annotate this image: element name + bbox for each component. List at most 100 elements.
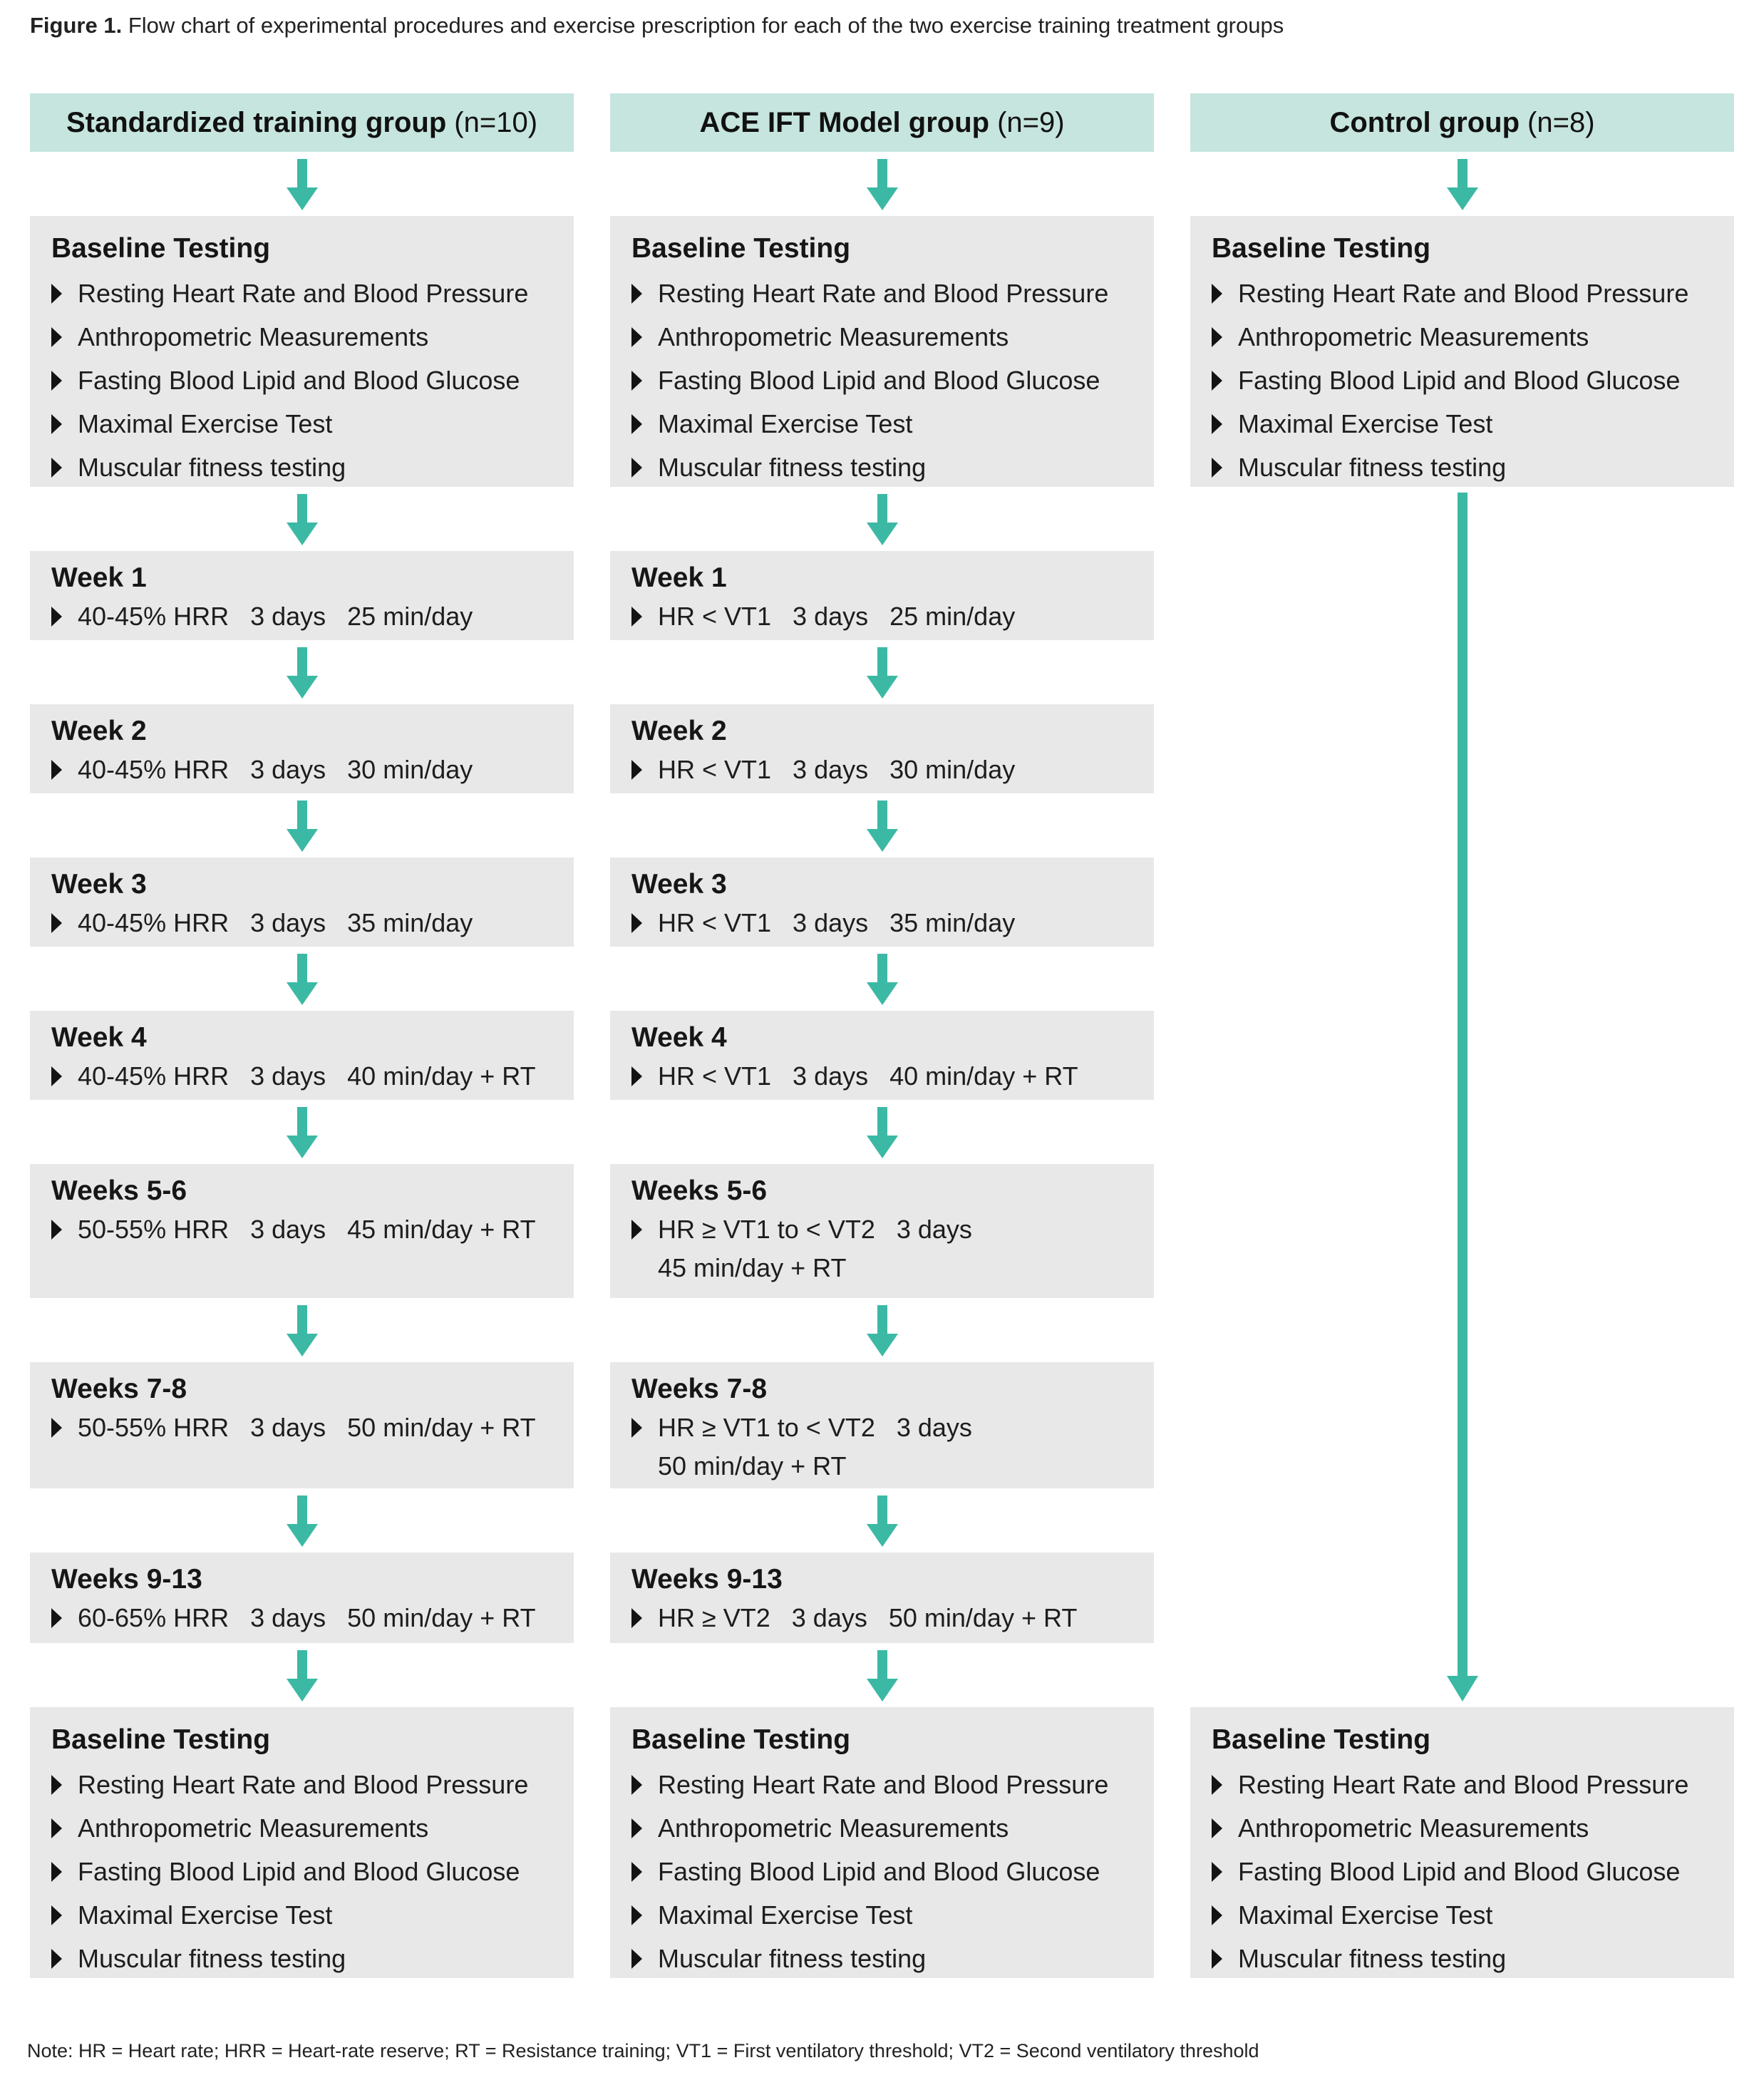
triangle-bullet-icon	[1212, 284, 1222, 304]
long-down-arrow-icon	[1446, 493, 1478, 1702]
list-item: HR < VT1 3 days 25 min/day	[631, 601, 1135, 632]
column-ace-ift: ACE IFT Model group (n=9) Baseline Testi…	[610, 93, 1154, 1978]
triangle-bullet-icon	[51, 1949, 62, 1969]
group-header-ace-ift: ACE IFT Model group (n=9)	[610, 93, 1154, 152]
down-arrow-icon	[286, 1495, 318, 1547]
flow-chart: Standardized training group (n=10) Basel…	[30, 93, 1734, 1978]
list-item: Anthropometric Measurements	[631, 321, 1135, 353]
flow-arrow	[610, 1488, 1154, 1553]
flow-arrow	[30, 487, 574, 551]
triangle-bullet-icon	[631, 1775, 642, 1795]
box-title: Weeks 7-8	[51, 1374, 187, 1404]
triangle-bullet-icon	[631, 284, 642, 304]
figure-caption-text: Flow chart of experimental procedures an…	[122, 13, 1284, 38]
triangle-bullet-icon	[51, 414, 62, 434]
triangle-bullet-icon	[631, 913, 642, 933]
triangle-bullet-icon	[51, 458, 62, 478]
box-title: Weeks 9-13	[51, 1564, 202, 1595]
week-1-box-standardized: Week 1 40-45% HRR 3 days 25 min/day	[30, 551, 574, 640]
down-arrow-icon	[286, 1305, 318, 1356]
box-title: Week 3	[631, 869, 727, 900]
down-arrow-icon	[286, 494, 318, 545]
weeks-9-13-box-ace-ift: Weeks 9-13 HR ≥ VT2 3 days 50 min/day + …	[610, 1553, 1154, 1643]
triangle-bullet-icon	[51, 1775, 62, 1795]
list-item: HR < VT1 3 days 35 min/day	[631, 907, 1135, 939]
weeks-9-13-box-standardized: Weeks 9-13 60-65% HRR 3 days 50 min/day …	[30, 1553, 574, 1643]
list-item: HR ≥ VT2 3 days 50 min/day + RT	[631, 1602, 1135, 1634]
weeks-7-8-box-standardized: Weeks 7-8 50-55% HRR 3 days 50 min/day +…	[30, 1362, 574, 1488]
triangle-bullet-icon	[51, 1818, 62, 1838]
group-header-standardized: Standardized training group (n=10)	[30, 93, 574, 152]
triangle-bullet-icon	[631, 371, 642, 391]
box-title: Weeks 9-13	[631, 1564, 783, 1595]
list-item: Resting Heart Rate and Blood Pressure	[631, 1769, 1135, 1801]
triangle-bullet-icon	[631, 1066, 642, 1086]
down-arrow-icon	[866, 1107, 898, 1158]
triangle-bullet-icon	[51, 284, 62, 304]
down-arrow-icon	[286, 954, 318, 1005]
group-header-n: (n=9)	[997, 106, 1065, 138]
triangle-bullet-icon	[1212, 1949, 1222, 1969]
triangle-bullet-icon	[51, 327, 62, 347]
down-arrow-icon	[866, 800, 898, 852]
box-title: Baseline Testing	[631, 233, 851, 264]
weeks-5-6-box-ace-ift: Weeks 5-6 HR ≥ VT1 to < VT2 3 days 45 mi…	[610, 1164, 1154, 1298]
group-header-title: ACE IFT Model group	[699, 106, 990, 138]
column-standardized: Standardized training group (n=10) Basel…	[30, 93, 574, 1978]
group-header-control: Control group (n=8)	[1190, 93, 1734, 152]
triangle-bullet-icon	[631, 1949, 642, 1969]
list-item: Fasting Blood Lipid and Blood Glucose	[631, 1856, 1135, 1888]
list-item: Anthropometric Measurements	[631, 1813, 1135, 1844]
triangle-bullet-icon	[1212, 1818, 1222, 1838]
flow-arrow	[610, 1643, 1154, 1707]
weeks-5-6-box-standardized: Weeks 5-6 50-55% HRR 3 days 45 min/day +…	[30, 1164, 574, 1298]
list-item: Resting Heart Rate and Blood Pressure	[51, 1769, 555, 1801]
triangle-bullet-icon	[631, 1862, 642, 1882]
group-header-n: (n=8)	[1527, 106, 1595, 138]
list-item: Fasting Blood Lipid and Blood Glucose	[51, 365, 555, 396]
week-2-box-ace-ift: Week 2 HR < VT1 3 days 30 min/day	[610, 704, 1154, 793]
week-3-box-ace-ift: Week 3 HR < VT1 3 days 35 min/day	[610, 858, 1154, 947]
week-3-box-standardized: Week 3 40-45% HRR 3 days 35 min/day	[30, 858, 574, 947]
down-arrow-icon	[866, 647, 898, 699]
box-title: Week 1	[631, 562, 727, 593]
list-item: 50-55% HRR 3 days 50 min/day + RT	[51, 1412, 555, 1443]
down-arrow-icon	[866, 1495, 898, 1547]
figure-note: Note: HR = Heart rate; HRR = Heart-rate …	[27, 2040, 1259, 2061]
list-item: 40-45% HRR 3 days 40 min/day + RT	[51, 1061, 555, 1092]
down-arrow-icon	[286, 159, 318, 210]
triangle-bullet-icon	[631, 1608, 642, 1628]
baseline-testing-box-top-control: Baseline Testing Resting Heart Rate and …	[1190, 216, 1734, 487]
group-header-n: (n=10)	[454, 106, 538, 138]
list-item: HR < VT1 3 days 40 min/day + RT	[631, 1061, 1135, 1092]
weeks-7-8-box-ace-ift: Weeks 7-8 HR ≥ VT1 to < VT2 3 days 50 mi…	[610, 1362, 1154, 1488]
flow-arrow	[30, 152, 574, 216]
list-item: Maximal Exercise Test	[1212, 408, 1716, 440]
list-item: Muscular fitness testing	[631, 1943, 1135, 1975]
list-item: HR ≥ VT1 to < VT2 3 days	[631, 1412, 1135, 1443]
list-item: Maximal Exercise Test	[51, 1900, 555, 1931]
box-title: Baseline Testing	[51, 233, 271, 264]
figure-caption-label: Figure 1.	[30, 13, 123, 38]
triangle-bullet-icon	[631, 760, 642, 780]
list-item: 40-45% HRR 3 days 35 min/day	[51, 907, 555, 939]
flow-arrow	[30, 793, 574, 858]
triangle-bullet-icon	[631, 1220, 642, 1240]
week-1-box-ace-ift: Week 1 HR < VT1 3 days 25 min/day	[610, 551, 1154, 640]
triangle-bullet-icon	[1212, 1775, 1222, 1795]
list-item: Fasting Blood Lipid and Blood Glucose	[1212, 1856, 1716, 1888]
box-title: Week 4	[631, 1022, 727, 1053]
down-arrow-icon	[866, 1305, 898, 1356]
flow-arrow	[610, 1100, 1154, 1164]
baseline-testing-box-top-ace-ift: Baseline Testing Resting Heart Rate and …	[610, 216, 1154, 487]
box-title: Week 1	[51, 562, 147, 593]
flow-arrow	[1190, 152, 1734, 216]
triangle-bullet-icon	[51, 371, 62, 391]
flow-arrow	[30, 1298, 574, 1362]
down-arrow-icon	[286, 647, 318, 699]
list-item: Anthropometric Measurements	[51, 321, 555, 353]
triangle-bullet-icon	[631, 1418, 642, 1438]
down-arrow-icon	[286, 1650, 318, 1702]
flow-arrow	[610, 1298, 1154, 1362]
triangle-bullet-icon	[631, 414, 642, 434]
